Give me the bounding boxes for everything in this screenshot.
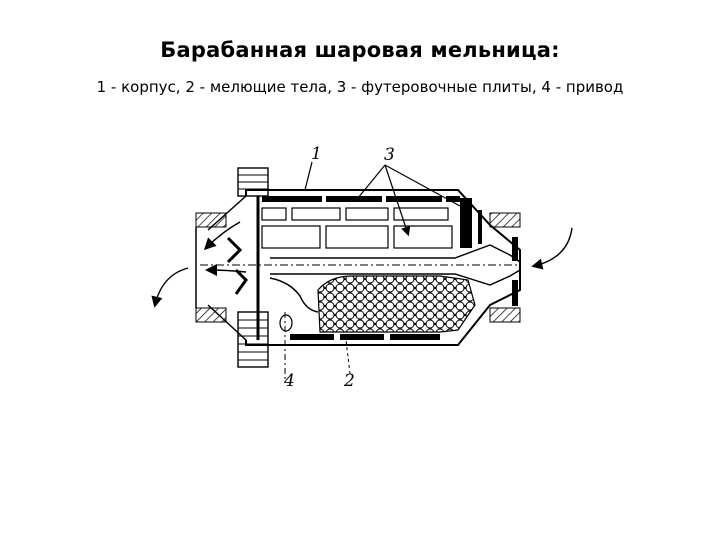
gear-ring (237, 167, 269, 368)
right-bearing (489, 212, 521, 323)
label-grinding-balls: 2 (343, 371, 355, 391)
label-liner-plates: 3 (384, 145, 395, 165)
right-coupling (512, 237, 518, 306)
drive-shaft (279, 312, 293, 380)
flow-arrows (151, 221, 573, 308)
slide-title: Барабанная шаровая мельница: (160, 38, 560, 62)
left-bearing (195, 212, 227, 323)
grinding-balls (317, 275, 476, 333)
label-drive: 4 (283, 371, 295, 391)
label-body: 1 (311, 144, 322, 164)
slide-caption: 1 - корпус, 2 - мелющие тела, 3 - футеро… (96, 78, 624, 96)
callout-leaders (304, 161, 461, 375)
left-inlet (226, 236, 319, 313)
